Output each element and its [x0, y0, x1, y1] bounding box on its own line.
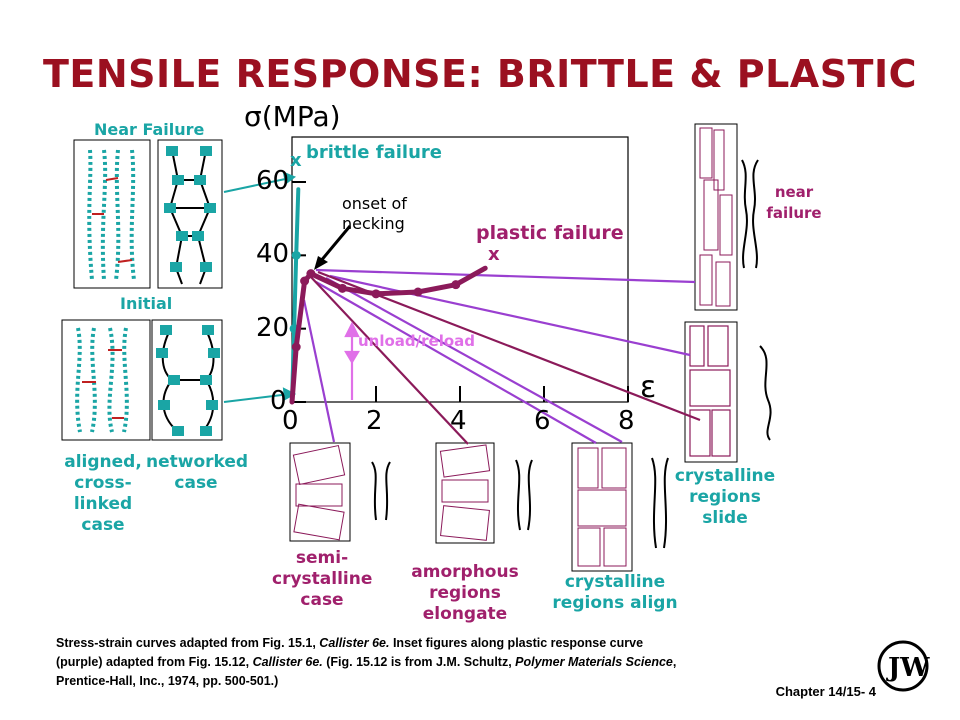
- plastic-point: [291, 342, 301, 352]
- inset-initial: [61, 319, 223, 441]
- series-layer: [289, 187, 488, 405]
- inset-semi: [289, 442, 391, 542]
- plastic-point: [371, 289, 381, 299]
- near-failure-left-label: Near Failure: [94, 120, 205, 139]
- plastic-point: [306, 269, 316, 279]
- y-tick-label: 0: [270, 386, 287, 416]
- plastic-point: [300, 276, 310, 286]
- y-tick-label: 60: [256, 166, 290, 196]
- x-tick-label: 6: [534, 406, 551, 436]
- networked-label: networked case: [146, 452, 249, 493]
- necking-arrow: [314, 225, 352, 270]
- y-tick-label: 40: [256, 239, 290, 270]
- plot-frame: [291, 136, 629, 403]
- aligned-label: aligned, cross-linked case: [64, 452, 142, 535]
- plastic-point: [451, 280, 461, 290]
- initial-label: Initial: [120, 294, 173, 313]
- unload-arrow: [344, 321, 360, 400]
- chapter-number: Chapter 14/15- 4: [775, 684, 876, 699]
- inset-crystalline-slide: [684, 321, 772, 463]
- x-axis-label: ε: [640, 370, 657, 405]
- brittle-point: [291, 250, 301, 260]
- amorphous-label: amorphous regions elongate: [411, 562, 519, 624]
- crystalline-slide-label: crystalline regions slide: [674, 466, 776, 528]
- plastic-point: [413, 287, 423, 297]
- inset-near-failure: [73, 139, 223, 289]
- page-title: TENSILE RESPONSE: BRITTLE & PLASTIC: [42, 52, 918, 96]
- plastic-x-mark: x: [488, 244, 500, 265]
- x-tick-label: 0: [282, 406, 299, 436]
- teal-callouts: [223, 171, 297, 403]
- semi-crystalline-label: semi-crystalline case: [272, 548, 373, 610]
- inset-crystalline-align: [571, 442, 669, 572]
- brittle-x-mark: x: [290, 150, 302, 171]
- y-tick-label: 20: [256, 312, 290, 343]
- necking-label: onset of necking: [342, 194, 407, 233]
- unload-reload-label: unload/reload: [358, 332, 476, 350]
- near-failure-right-label: near failure: [766, 183, 822, 222]
- brittle-failure-label: brittle failure: [306, 142, 443, 163]
- inset-near-failure-right: [694, 123, 759, 311]
- plastic-failure-label: plastic failure: [476, 222, 624, 244]
- y-axis-label: σ(MPa): [244, 100, 341, 133]
- caption: Stress-strain curves adapted from Fig. 1…: [56, 636, 677, 688]
- plastic-point: [337, 283, 347, 293]
- purple-callouts: [302, 268, 696, 444]
- x-tick-label: 8: [618, 406, 635, 436]
- crystalline-align-label: crystalline regions align: [552, 572, 678, 613]
- inset-amorphous: [435, 442, 533, 544]
- x-tick-label: 2: [366, 406, 383, 436]
- x-tick-label: 4: [450, 406, 467, 436]
